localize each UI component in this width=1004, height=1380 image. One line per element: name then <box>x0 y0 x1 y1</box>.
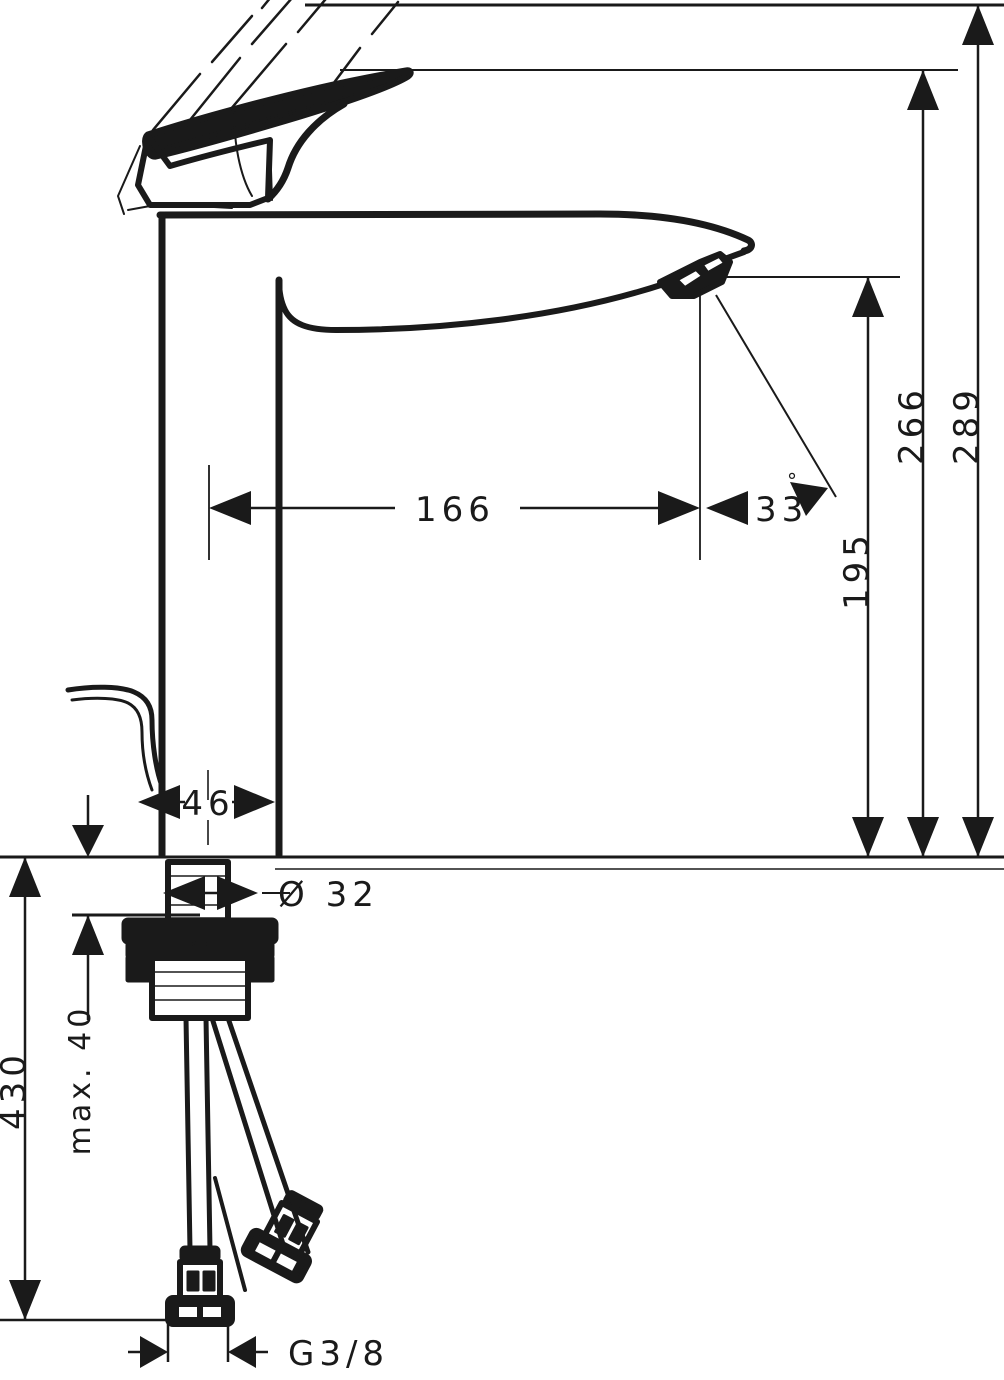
arrowhead-166-left <box>209 491 251 525</box>
lever-blade <box>142 67 414 160</box>
connector-a-face-left <box>177 1305 199 1319</box>
lever-neck <box>264 100 348 203</box>
popup-rod-inner <box>70 696 154 792</box>
dimension-label-46: 46 <box>181 784 234 824</box>
extension-lines <box>0 3 1004 1362</box>
arrowhead-d32-left <box>163 876 205 910</box>
connector-a-slot-right <box>202 1270 216 1292</box>
dimension-label-266: 266 <box>892 385 932 465</box>
arrowhead-166-right <box>658 491 700 525</box>
arrowhead-g38-left <box>140 1336 168 1368</box>
connector-b-slot-right <box>288 1221 309 1246</box>
arrowhead-max40-down <box>72 825 104 857</box>
dimension-label-33: 33 <box>755 490 808 530</box>
arrowhead-289-top <box>962 5 994 45</box>
nut-wing-left <box>125 955 155 983</box>
cartridge-hidden-line-1 <box>233 111 253 197</box>
nut-body <box>149 955 251 1021</box>
cartridge-hidden-line-2 <box>195 205 233 209</box>
nut-wing-right <box>245 955 275 983</box>
mounting-nut <box>121 917 279 1021</box>
arrowhead-266-top <box>907 70 939 110</box>
arrowhead-46-right <box>234 785 275 819</box>
connector-b-slot-left <box>274 1214 295 1238</box>
dimension-label-166: 166 <box>415 490 495 530</box>
lever-body-edge <box>269 140 273 201</box>
arrowhead-33-right <box>706 491 748 525</box>
hose-b-right-edge <box>225 1015 311 1255</box>
dimension-label-195: 195 <box>837 530 877 610</box>
lever-left-foot <box>127 205 151 211</box>
connector-b-face-left <box>252 1239 278 1262</box>
connector-b-face-right <box>273 1251 300 1274</box>
dimension-label-g38: G3/8 <box>288 1334 389 1374</box>
arrowhead-430-top <box>9 857 41 897</box>
angle-leader-line <box>715 294 837 498</box>
popup-rod-outer <box>65 684 165 789</box>
hose-connector-a <box>165 1245 235 1327</box>
aerator-slot-2 <box>702 256 725 273</box>
connector-a-collar <box>179 1245 221 1263</box>
faucet-outline <box>65 0 755 1327</box>
dimension-266: 266 <box>892 70 939 857</box>
lever-left-leg <box>117 145 141 215</box>
dimension-430: 430 <box>0 857 41 1320</box>
dimension-diameter-32: Ø 32 <box>163 875 379 915</box>
dimension-label-d32: Ø 32 <box>278 875 379 915</box>
lever-blade-inner-line <box>155 75 409 151</box>
arrowhead-max40-top <box>72 915 104 955</box>
dimension-166: 166 <box>209 490 700 530</box>
arrowhead-g38-right <box>228 1336 256 1368</box>
arrowhead-289-bottom <box>962 817 994 857</box>
connector-a-slot-left <box>186 1270 200 1292</box>
dimension-max-40: max. 40 <box>63 825 104 1155</box>
hose-b-left-edge <box>209 1015 291 1263</box>
lever-body <box>135 133 273 208</box>
arrowhead-430-bottom <box>9 1280 41 1320</box>
connector-a-face-right <box>201 1305 223 1319</box>
dimension-289: 289 <box>947 5 994 857</box>
spout-underside <box>276 277 667 333</box>
arrowhead-266-bottom <box>907 817 939 857</box>
lever-open-position-phantom <box>151 0 400 132</box>
dimension-label-max40: max. 40 <box>63 1005 98 1156</box>
hose-c-edge <box>213 1176 247 1292</box>
nut-detail-curve <box>184 940 214 950</box>
hose-a-right-edge <box>203 1015 213 1253</box>
arrowhead-angle <box>790 482 828 516</box>
degree-symbol: ° <box>787 469 797 493</box>
mounting-washer <box>121 917 279 945</box>
dimension-33-degree: 33 ° <box>706 294 837 530</box>
spout-top <box>156 210 755 255</box>
dimension-195: 195 <box>837 277 884 857</box>
arrowhead-195-bottom <box>852 817 884 857</box>
dimension-label-430: 430 <box>0 1050 34 1130</box>
dimension-g38: G3/8 <box>128 1334 389 1374</box>
hose-a-left-edge <box>183 1015 193 1253</box>
aerator-slot-1 <box>677 269 703 288</box>
hose-connector-b <box>240 1190 324 1284</box>
dimension-label-289: 289 <box>947 385 987 465</box>
arrowhead-195-top <box>852 277 884 317</box>
lever-handle <box>117 0 414 215</box>
pop-up-waste-rod <box>65 684 165 792</box>
aerator <box>657 251 733 299</box>
